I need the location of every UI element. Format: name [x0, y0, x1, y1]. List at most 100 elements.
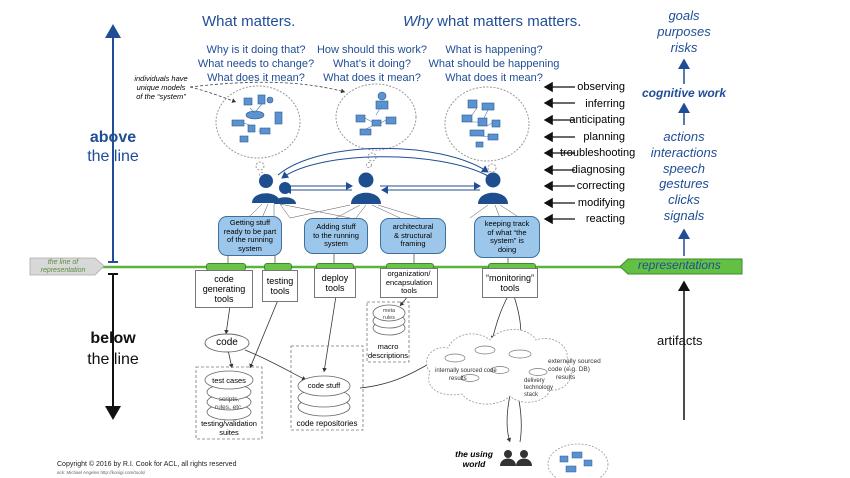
internally-sourced-label: internally sourced code results — [435, 368, 497, 383]
question: What needs to change? — [197, 58, 315, 70]
using-world-line: the using — [455, 449, 493, 459]
credit: ack: Michael Angeles http://konigi.com/t… — [57, 470, 146, 475]
question: Why is it doing that? — [206, 44, 306, 56]
meta-rules-label: meta rules — [377, 308, 401, 321]
test-cases-label: test cases — [212, 376, 246, 385]
activity-line: of what “the — [487, 227, 527, 237]
verb-item: diagnosing — [571, 163, 625, 176]
goal-item: risks — [670, 40, 698, 55]
delivery-line: technology — [524, 385, 554, 391]
activity-line: keeping track — [484, 219, 530, 228]
code-ellipse — [204, 333, 250, 353]
why-heading-rest: what matters matters. — [433, 13, 582, 30]
verb-item: reacting — [585, 213, 625, 225]
person-icons — [252, 172, 508, 204]
external-line: externally sourced — [548, 358, 601, 365]
goals-list: goals purposes risks — [634, 8, 734, 56]
verb-item: anticipating — [569, 114, 625, 126]
code-repositories-label: code repositories — [296, 419, 358, 428]
activity-line: architectural — [392, 222, 434, 232]
suites-line: suites — [219, 428, 239, 437]
scripts-line: scripts, — [218, 396, 240, 403]
action-item: clicks — [668, 192, 700, 208]
tool-line: deploy — [321, 273, 349, 283]
below-the-line-label: below the line — [78, 328, 148, 370]
meta-line: meta — [382, 308, 396, 314]
questions-right: What is happening? What should be happen… — [424, 43, 564, 85]
test-suites-box — [195, 366, 263, 440]
delivery-line: stack — [524, 392, 539, 398]
externally-sourced-label: externally sourced code (e.g. DB) result… — [548, 358, 601, 382]
goal-item: goals — [668, 8, 700, 23]
action-item: signals — [663, 207, 705, 223]
what-matters-heading: What matters. — [202, 13, 296, 30]
individuals-note: individuals have unique models of the “s… — [128, 74, 194, 101]
tool-line: “monitoring” — [485, 273, 534, 283]
code-stuff-label: code stuff — [307, 381, 341, 390]
using-world-bubble — [547, 443, 609, 478]
question: How should this work? — [316, 44, 428, 56]
tool-line: generating — [202, 284, 246, 294]
above-title: above — [89, 129, 137, 146]
above-the-line-label: above the line — [78, 128, 148, 166]
code-label: code — [216, 337, 238, 348]
external-line: code (e.g. DB) — [548, 366, 590, 373]
external-line: results — [556, 374, 576, 381]
activity-line: ready to be part — [223, 226, 277, 236]
why-emphasis: Why — [403, 13, 433, 30]
macro-descriptions-box — [366, 301, 410, 363]
tool-line: tools — [325, 283, 345, 293]
tag-line: the line of — [47, 259, 79, 266]
delivery-line: delivery — [524, 378, 545, 384]
question: What should be happening — [428, 58, 560, 70]
questions-middle: How should this work? What’s it doing? W… — [312, 43, 432, 85]
verb-item: planning — [583, 130, 625, 143]
verb-item: inferring — [585, 97, 625, 110]
tool-line: code — [214, 274, 234, 284]
question: What does it mean? — [207, 72, 305, 84]
verb-item: modifying — [577, 196, 625, 209]
why-matters-heading: Why what matters matters. — [403, 13, 581, 30]
activity-line: framing — [400, 239, 426, 249]
delivery-stack-label: delivery technology stack — [524, 378, 553, 399]
macro-line: descriptions — [367, 351, 409, 360]
tool-line: tools — [401, 286, 417, 296]
macro-descriptions-label: macro descriptions — [367, 342, 409, 360]
question: What does it mean? — [323, 72, 421, 84]
below-subtitle: the line — [87, 351, 139, 368]
action-item: interactions — [650, 144, 718, 160]
testing-suites-label: testing/validation suites — [196, 419, 262, 437]
activity-line: of the running — [227, 235, 273, 244]
tool-line: tools — [500, 283, 520, 293]
activity-line: system” is — [490, 236, 524, 245]
internal-line: internally sourced code — [435, 368, 497, 374]
monitoring-tools-box: “monitoring”tools — [482, 268, 538, 298]
using-world-label: the using world — [452, 449, 496, 469]
scripts-line: rules, etc. — [214, 404, 244, 411]
internal-line: results — [449, 375, 467, 382]
artifacts-label: artifacts — [657, 333, 703, 348]
scripts-label: scripts, rules, etc. — [205, 396, 253, 412]
representations-tag-shape — [619, 258, 743, 275]
tag-line: representation — [40, 267, 86, 274]
below-title: below — [90, 330, 136, 347]
verb-item: troubleshooting — [560, 147, 636, 159]
meta-line: rules — [383, 314, 395, 321]
tool-line: encapsulation — [385, 277, 433, 287]
question: What does it mean? — [445, 72, 543, 84]
activity-line: doing — [497, 244, 517, 254]
representations-label: representations — [638, 258, 721, 272]
using-world-line: world — [462, 459, 486, 469]
action-item: speech — [663, 160, 705, 176]
activity-line: to the running — [313, 230, 359, 240]
note-line: of the “system” — [136, 92, 186, 101]
activity-line: system — [324, 239, 348, 249]
activity-line: system — [238, 243, 262, 253]
